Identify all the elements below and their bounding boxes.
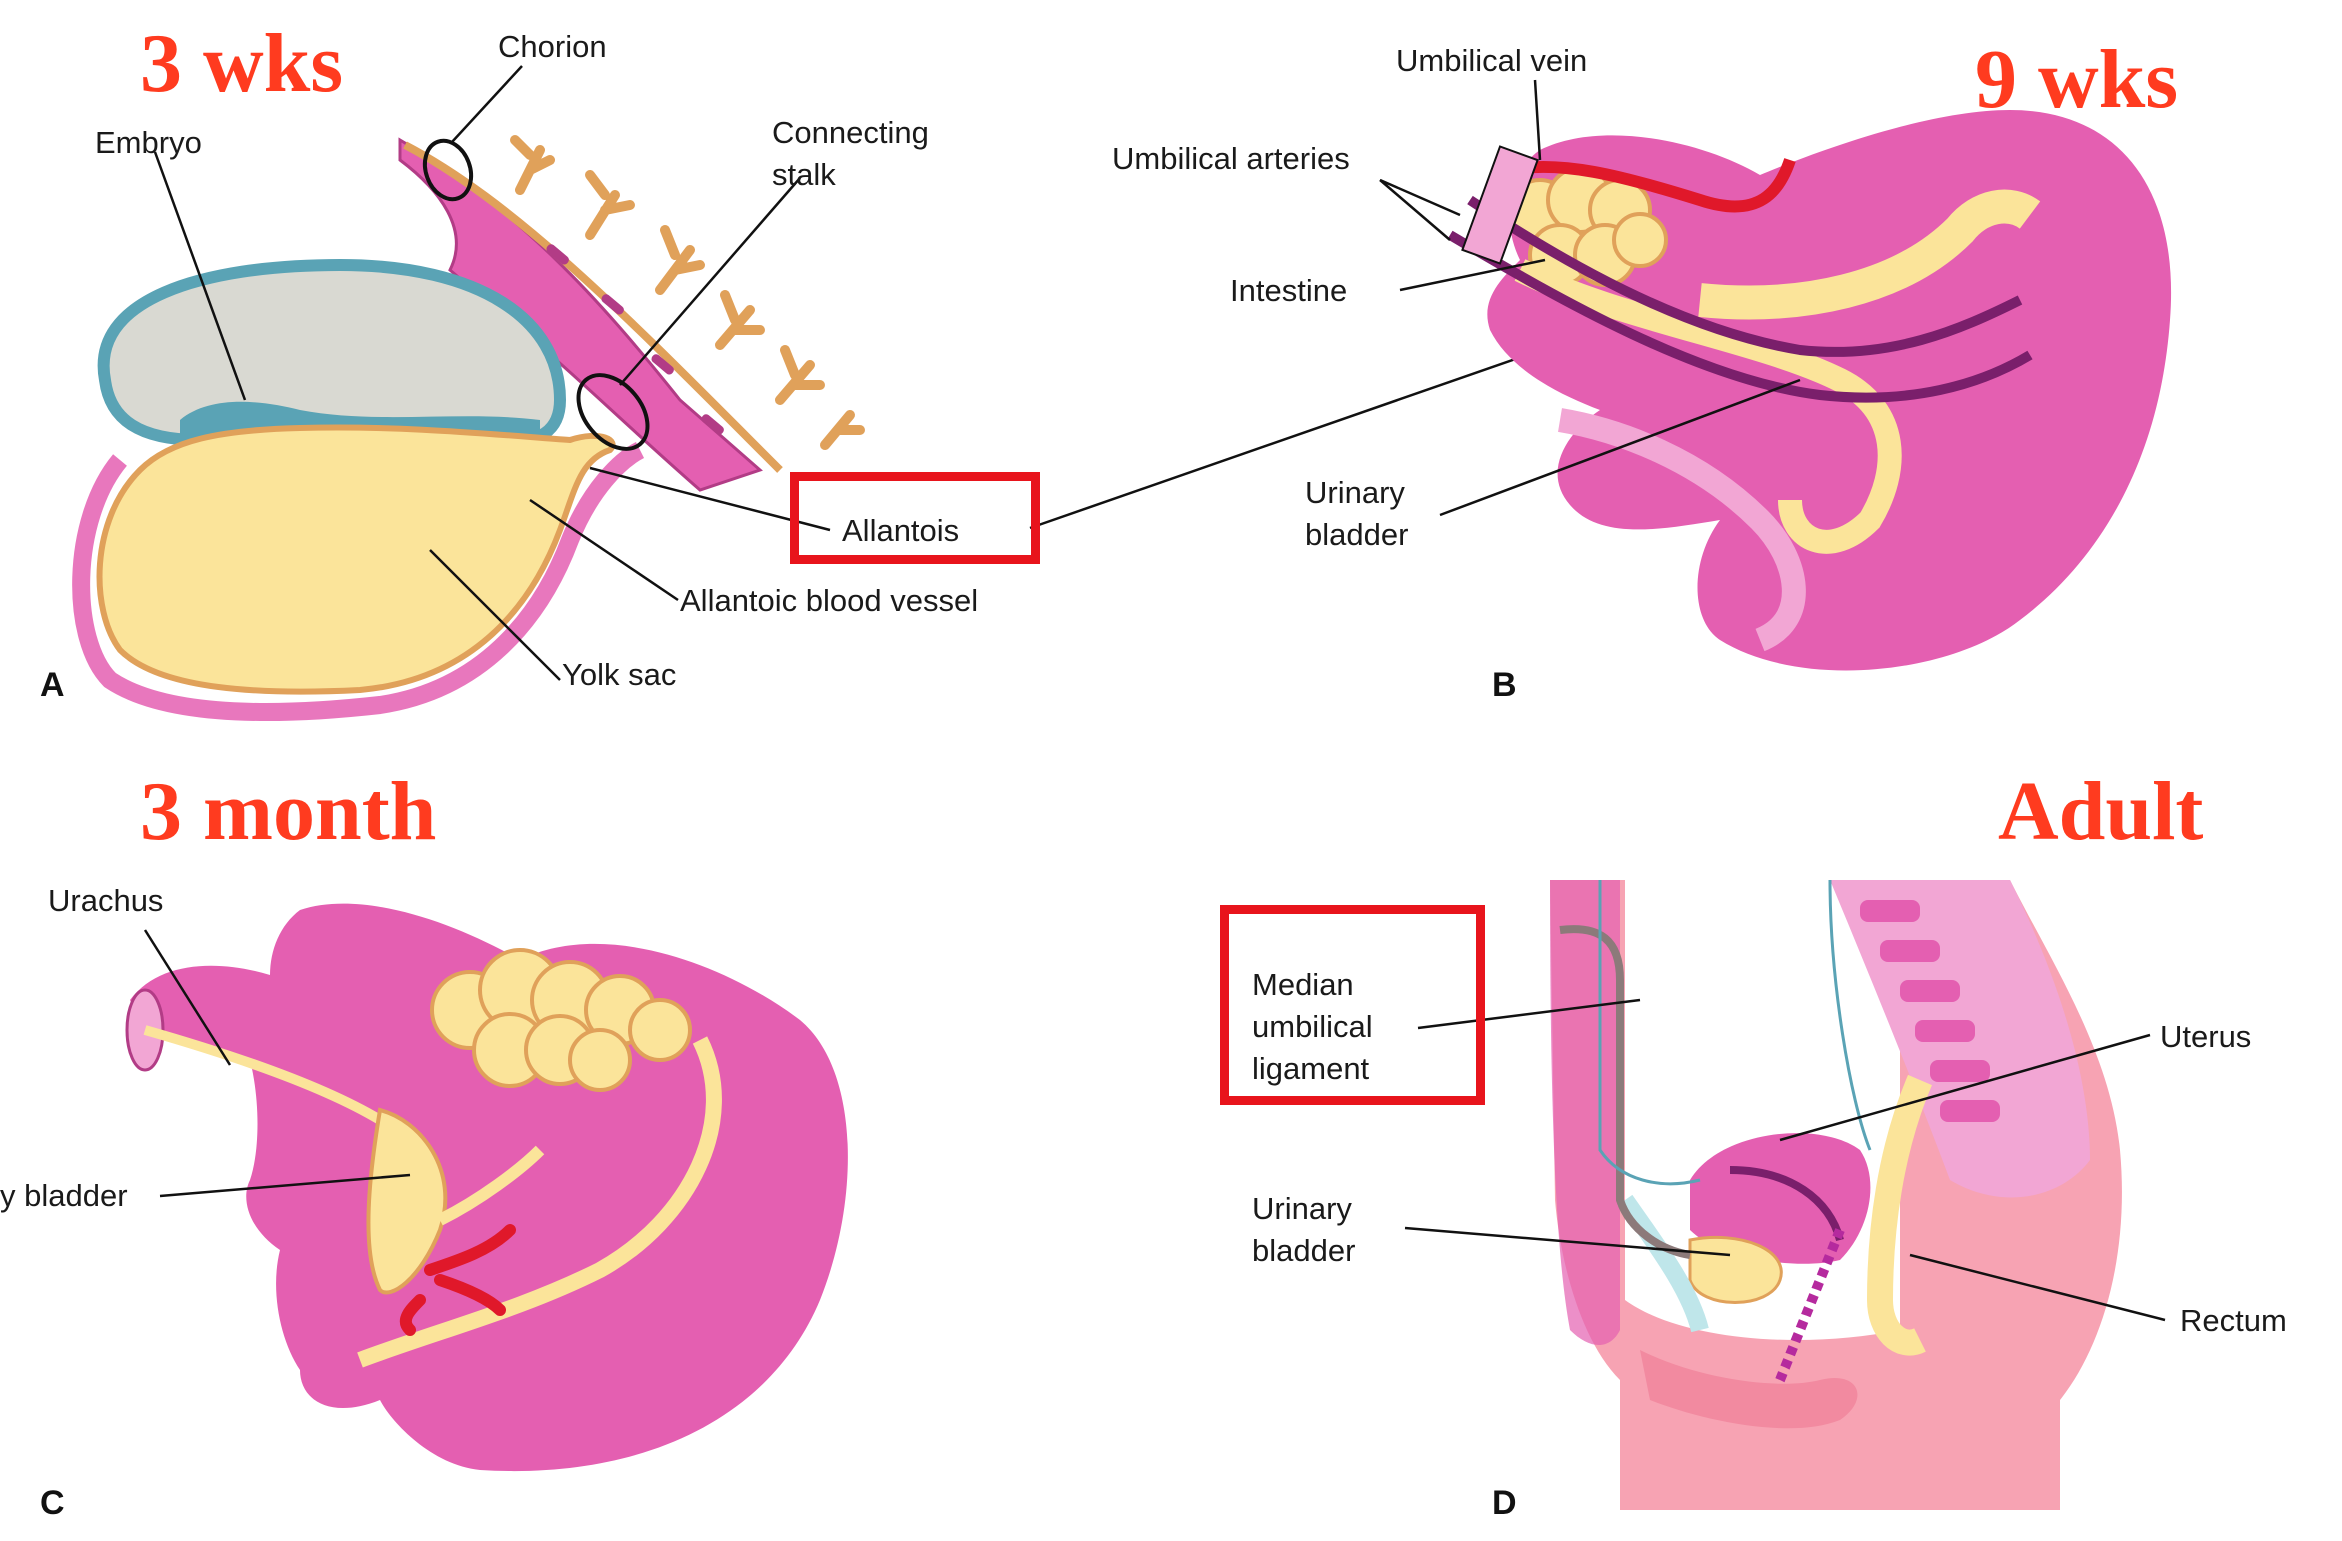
bladder-c [366,1107,448,1295]
stage-label-9-wks: 9 wks [1975,33,2179,126]
label-uterus: Uterus [2160,1019,2252,1054]
chorionic-villi [510,135,865,450]
vessel-c [399,1224,516,1336]
allantois-highlight-box [790,472,1040,564]
peritoneum-line-d [1598,879,1872,1186]
label-chorion: Chorion [498,29,607,64]
label-median-umbilical-line1: Median [1252,967,1354,1002]
median-ligament-line [1559,925,1691,1259]
chorion-layer [403,141,783,473]
uterine-cavity-d [1729,1166,1844,1242]
panel-b-drawing [1379,79,2172,671]
median-ligament-highlight-box [1220,905,1485,1105]
panel-d-leaders [1404,998,2166,1322]
umbilical-vein-b [1508,158,1796,213]
stage-label-3-wks: 3 wks [140,17,344,110]
label-umbilical-arteries: Umbilical arteries [1112,141,1350,176]
bladder-region-d [1617,1194,1709,1333]
abdominal-wall-d [1550,880,1620,1345]
label-urinary-bladder-c: y bladder [0,1178,128,1213]
label-urinary-bladder-b-line2: bladder [1305,517,1409,552]
label-connecting-stalk-line1: Connecting [772,115,929,150]
panel-letter-d: D [1492,1484,1517,1522]
perineum-d [1640,1350,1858,1429]
panel-c-drawing [125,903,848,1472]
amniotic-cavity [97,258,567,447]
urachus-tube [143,1025,383,1125]
stage-label-3-month: 3 month [140,765,437,858]
yolk-sac-outer-layer [72,441,645,722]
gut-branch-c [437,1145,545,1226]
label-allantoic-blood-vessel: Allantoic blood vessel [680,583,979,618]
panel-letter-a: A [40,666,65,704]
rectum-d [1866,1074,1932,1356]
panel-b-leaders [1379,79,1801,517]
allantois-tube-b [1514,259,1902,554]
chorion-marker [422,138,474,202]
label-median-umbilical-line3: ligament [1252,1051,1370,1086]
label-urinary-bladder-d-line2: bladder [1252,1233,1356,1268]
stage-label-adult: Adult [1998,765,2204,858]
label-intestine: Intestine [1230,273,1348,308]
hindgut-c [357,1036,722,1368]
stalk-vessels [546,244,724,435]
panel-letter-c: C [40,1484,65,1522]
stalk-marker [576,373,650,451]
label-rectum: Rectum [2180,1303,2287,1338]
yolk-sac-shape [96,424,616,695]
label-embryo: Embryo [95,125,202,160]
label-urinary-bladder-b-line1: Urinary [1305,475,1405,510]
panel-letter-b: B [1492,666,1517,704]
label-median-umbilical-line2: umbilical [1252,1009,1373,1044]
intestine-loops [1508,166,1668,287]
panel-c-leaders [143,929,411,1198]
cord-cut-end [1461,145,1539,265]
label-urachus: Urachus [48,883,164,918]
label-connecting-stalk-line2: stalk [772,157,836,192]
panel-a-leaders [153,65,1571,681]
gut-tube-b [1698,189,2041,320]
label-urinary-bladder-d-line1: Urinary [1252,1191,1352,1226]
uterus-d [1690,1133,1871,1264]
body-wall-light-b [1558,408,1806,652]
label-yolk-sac: Yolk sac [562,657,677,692]
umbilical-artery-1 [1467,195,2023,357]
intestine-c [430,948,692,1092]
label-umbilical-vein: Umbilical vein [1396,43,1588,78]
vertebrae-d [1860,900,2000,1122]
label-allantois: Allantois [842,513,960,548]
umbilical-artery-2 [1447,230,2033,403]
panel-a-drawing [72,65,1571,722]
vagina-d [1775,1228,1845,1382]
panel-d-drawing [1404,879,2166,1510]
